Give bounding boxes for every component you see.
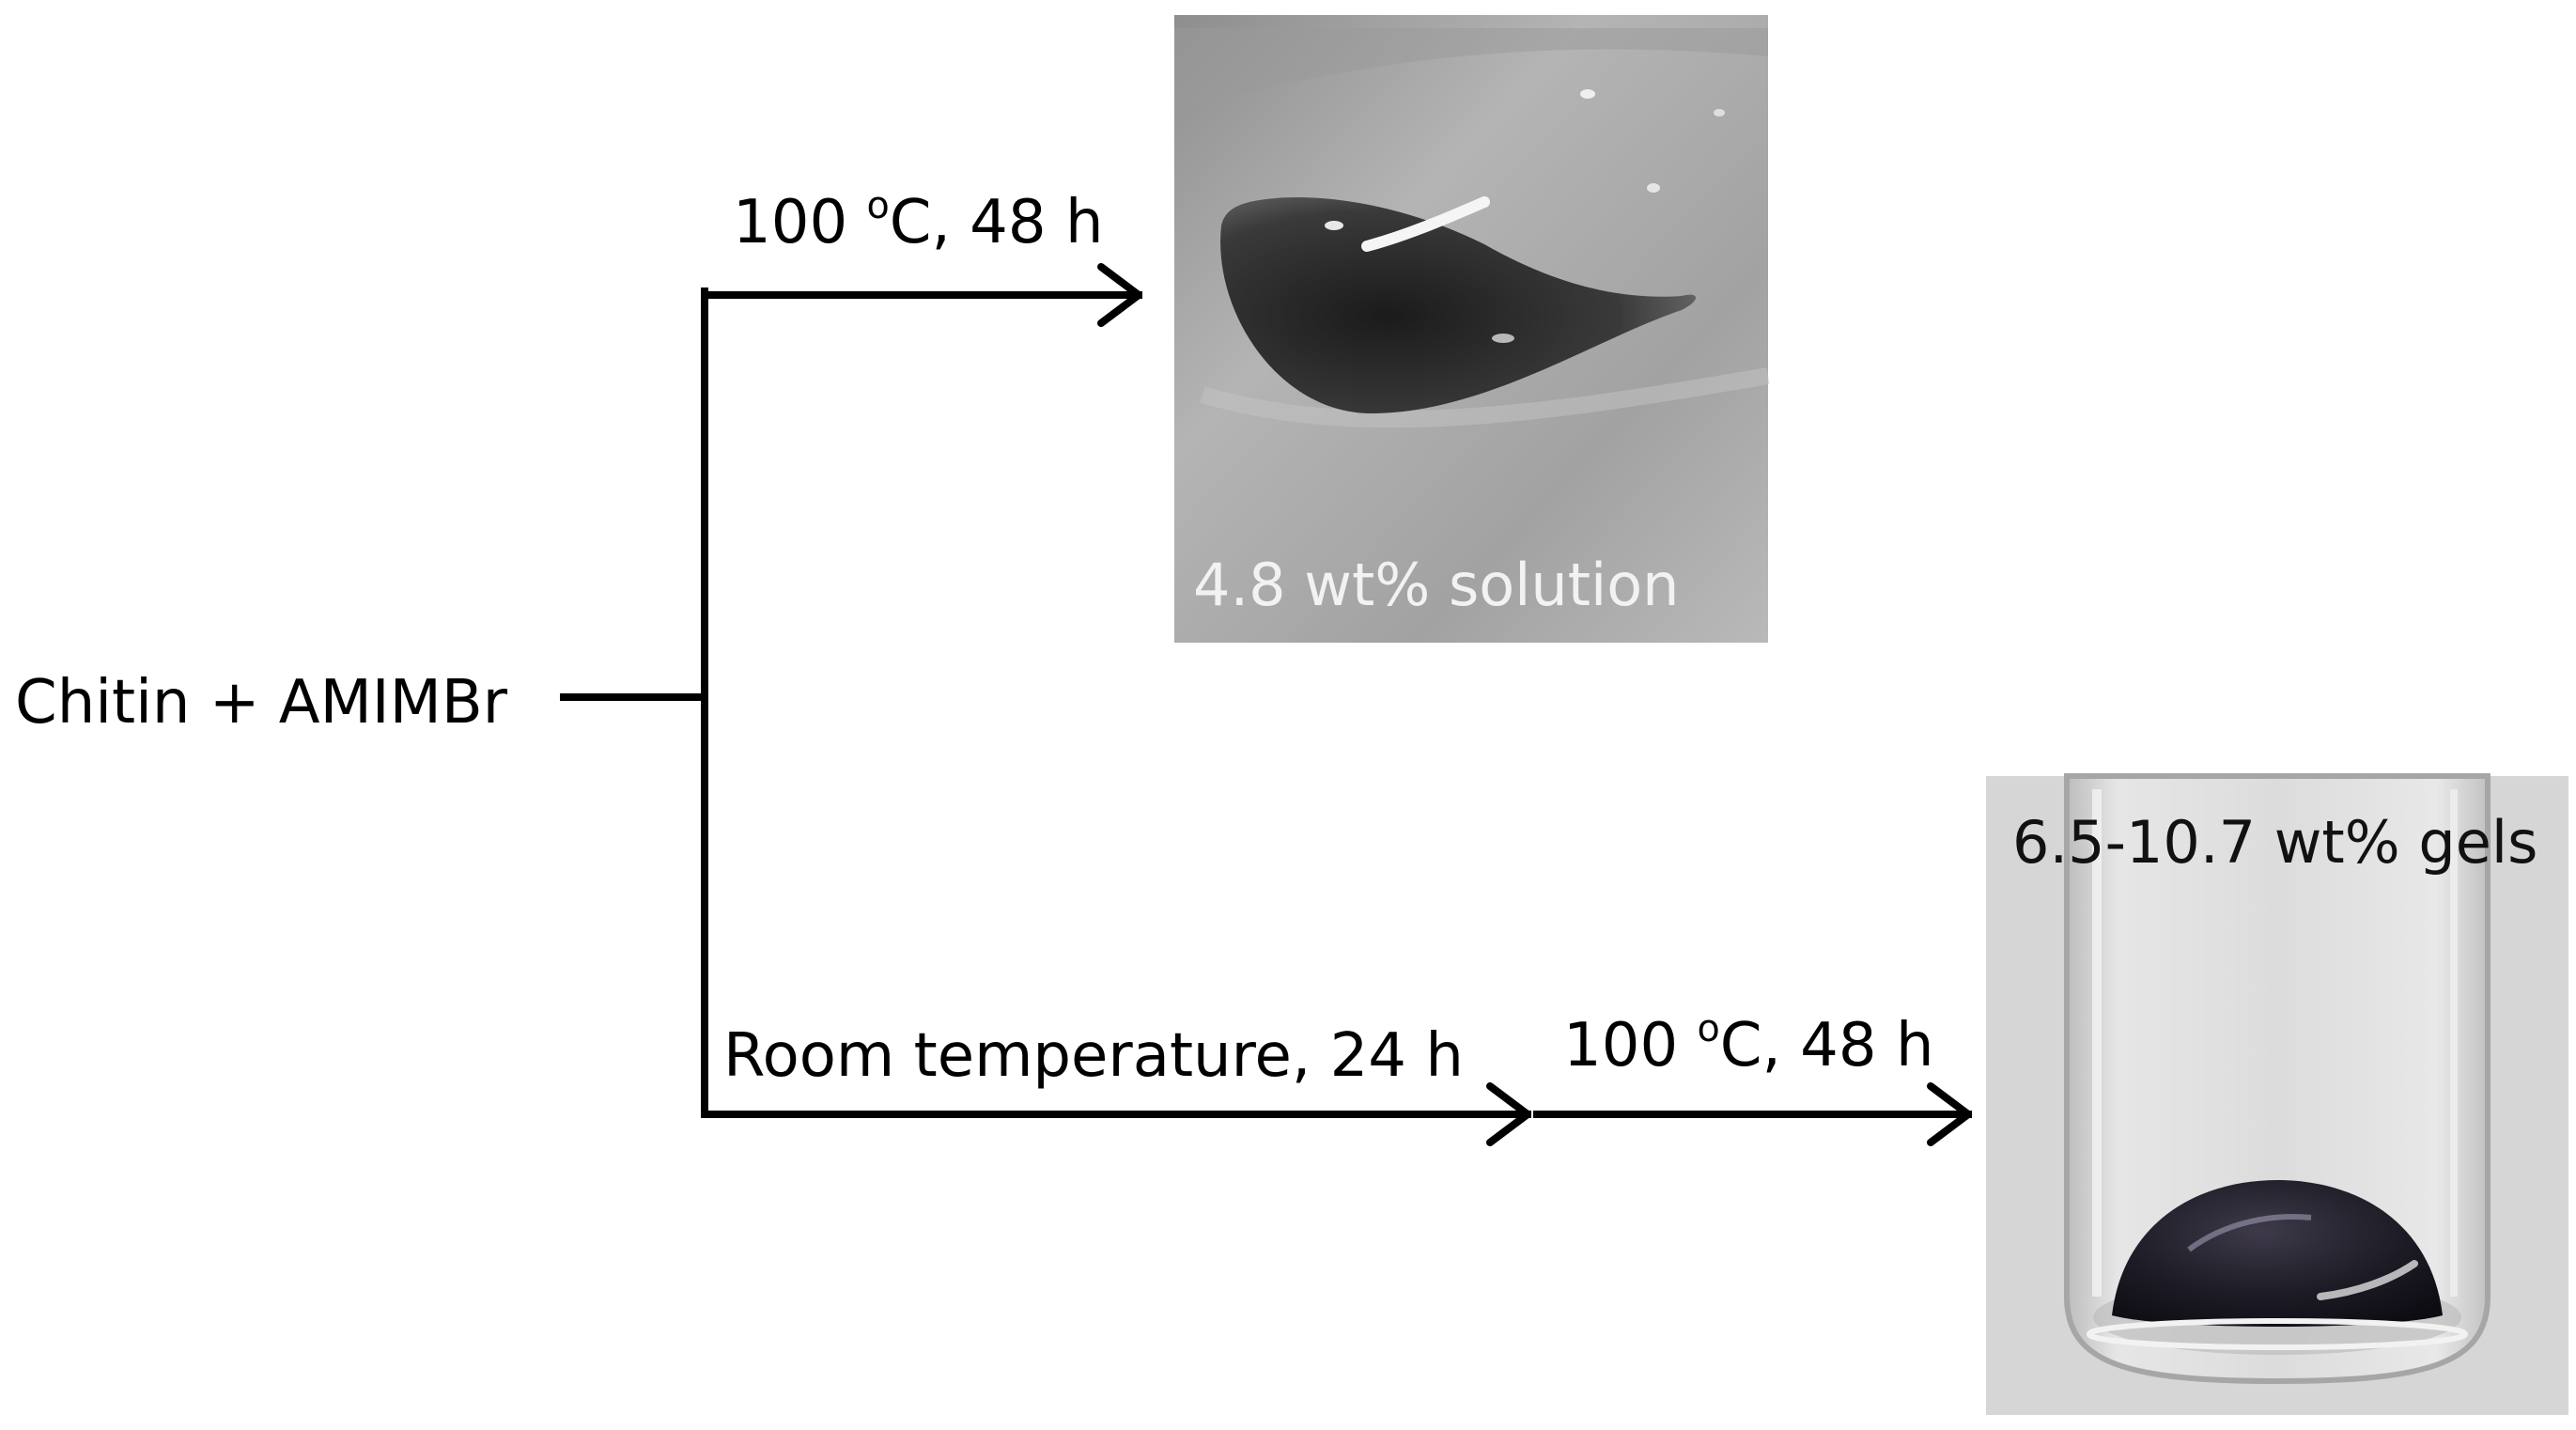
gel-photo (1986, 773, 2568, 1415)
gel-caption: 6.5-10.7 wt% gels (2012, 808, 2538, 877)
bottom-step1-label: Room temperature, 24 h (723, 1021, 1464, 1091)
bottom-step2-degree: o (1697, 1007, 1720, 1050)
connector-lines (560, 288, 1972, 1118)
start-label: Chitin + AMIMBr (15, 668, 508, 738)
solution-caption: 4.8 wt% solution (1193, 551, 1680, 619)
top-arrow-head (1097, 263, 1142, 327)
bottom-arrow-head-2 (1927, 1082, 1972, 1146)
top-condition-degree: o (866, 184, 890, 227)
top-condition-tail: C, 48 h (889, 187, 1104, 257)
bottom-step2-value: 100 (1563, 1010, 1698, 1080)
arrowheads (1097, 263, 1972, 1146)
bottom-step2-tail: C, 48 h (1719, 1010, 1934, 1080)
bottom-step2-label: 100 oC, 48 h (1563, 1010, 1934, 1076)
top-condition-label: 100 oC, 48 h (733, 187, 1104, 253)
top-condition-value: 100 (733, 187, 867, 257)
bottom-arrow-head-1 (1486, 1082, 1531, 1146)
solution-photo (1174, 15, 1770, 643)
